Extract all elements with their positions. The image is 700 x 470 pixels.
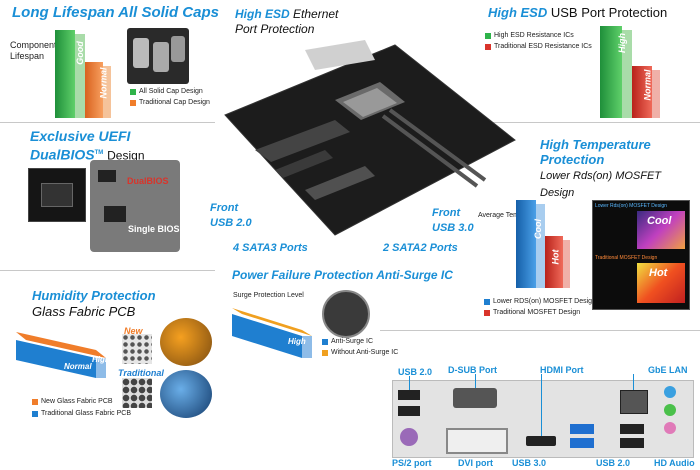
callout-line [475,374,476,388]
caps-legend-solid: All Solid Cap Design [130,88,203,95]
ps2-port [400,428,418,446]
surge-low-label: Low [291,321,305,328]
caps-bar-normal-side [103,66,111,118]
caps-legend-trad: Traditional Cap Design [130,99,210,106]
esd-usb-title: High ESD USB Port Protection [488,5,668,20]
esd-usb-bar-normal-label: Normal [642,69,653,101]
esd-usb-bar-normal [632,66,652,118]
esd-usb-bar-normal-side [652,70,660,118]
esd-usb-legend-trad: Traditional ESD Resistance ICs [485,43,592,50]
temp-axis-label: Average Temp. [478,212,525,219]
uefi-title: Exclusive UEFI DualBIOSTM Design [30,128,145,163]
caps-axis-label: Component Lifespan [10,40,57,61]
temp-legend-hot: Traditional MOSFET Design [484,309,580,316]
esd-usb-legend-high: High ESD Resistance ICs [485,32,574,39]
temp-legend-cool: Lower RDS(on) MOSFET Design [484,298,596,305]
humid-legend-new: New Glass Fabric PCB [32,398,113,405]
lan-port [620,390,648,414]
usb20-port [620,424,644,434]
temp-bar-cool-label: Cool [533,219,543,239]
caps-bar-normal-label: Normal [98,67,109,99]
esd-eth-title: High ESD Ethernet Port Protection [235,7,339,36]
surge-title: Power Failure Protection Anti-Surge IC [232,268,453,282]
callout-line [409,376,410,390]
surge-axis-label: Surge Protection Level [233,292,304,299]
separator [0,270,215,271]
caps-bar-good-side [75,34,85,118]
surge-ic-image [322,290,370,338]
motherboard-svg [224,40,516,236]
usb30-port [570,424,594,434]
usb20-port [620,438,644,448]
surge-high-label: High [288,337,306,346]
traditional-tag: Traditional [118,368,164,378]
thermal-image: Lower Rds(on) MOSFET Design Cool Traditi… [592,200,690,310]
sata3-label: 4 SATA3 Ports [233,242,308,254]
sata2-label: 2 SATA2 Ports [383,242,458,254]
surge-legend-ic: Anti-Surge IC [322,338,373,345]
front-usb3-label: Front USB 3.0 [432,207,474,234]
humid-ramp-svg [16,332,106,378]
trad-fabric-image [122,378,152,408]
usb30-port [570,438,594,448]
surge-legend-without: Without Anti-Surge IC [322,349,398,356]
io-gbe-label: GbE LAN [648,365,688,375]
io-hdaudio-label: HD Audio [654,458,695,468]
io-ps2-label: PS/2 port [392,458,432,468]
singlebios-label: Single BIOS [128,224,180,234]
callout-line [541,374,542,436]
temp-title: High Temperature Protection Lower Rds(on… [540,137,662,199]
caps-bar-good-label: Good [74,41,85,65]
capacitor-image [127,28,189,84]
separator [0,122,215,123]
esd-usb-bar-high-side [622,30,632,118]
esd-usb-bar-high-label: High [617,33,627,53]
humid-high-label: High [92,355,110,364]
separator [380,330,700,331]
usb20-port [398,390,420,400]
audio-jack-pink [664,422,676,434]
caps-title: Long Lifespan All Solid Caps [12,4,219,21]
humid-normal-label: Normal [64,362,92,371]
new-fabric-zoom [160,318,212,366]
humid-title: Humidity Protection Glass Fabric PCB [32,288,156,319]
surge-ramp-svg [232,308,312,358]
temp-bar-hot-label: Hot [550,249,561,265]
temp-bar-cool [516,200,536,288]
temp-bar-cool-side [536,204,545,288]
temp-bar-hot [545,236,563,288]
humid-legend-trad: Traditional Glass Fabric PCB [32,410,131,417]
io-usb30-label: USB 3.0 [512,458,547,468]
io-usb20-bot-label: USB 2.0 [596,458,631,468]
io-dsub-label: D-SUB Port [448,365,497,375]
caps-bar-good [55,30,75,118]
audio-jack-blue [664,386,676,398]
separator [470,122,700,123]
dualbios-image [90,160,180,252]
esd-usb-bar-high [600,26,622,118]
io-dvi-label: DVI port [458,458,493,468]
io-hdmi-label: HDMI Port [540,365,584,375]
trad-fabric-zoom [160,370,212,418]
io-usb20-top-label: USB 2.0 [398,367,433,377]
bios-chip-image [28,168,86,222]
io-panel [392,380,694,458]
front-usb2-label: Front USB 2.0 [210,202,252,229]
new-tag: New [124,326,143,336]
temp-bar-hot-side [563,240,570,288]
dualbios-label: DualBIOS [127,176,169,186]
new-fabric-image [122,334,152,364]
dsub-port [453,388,497,408]
audio-jack-green [664,404,676,416]
dvi-port [446,428,508,454]
callout-line [633,374,634,390]
hdmi-port [526,436,556,446]
usb20-port [398,406,420,416]
caps-bar-normal [85,62,103,118]
